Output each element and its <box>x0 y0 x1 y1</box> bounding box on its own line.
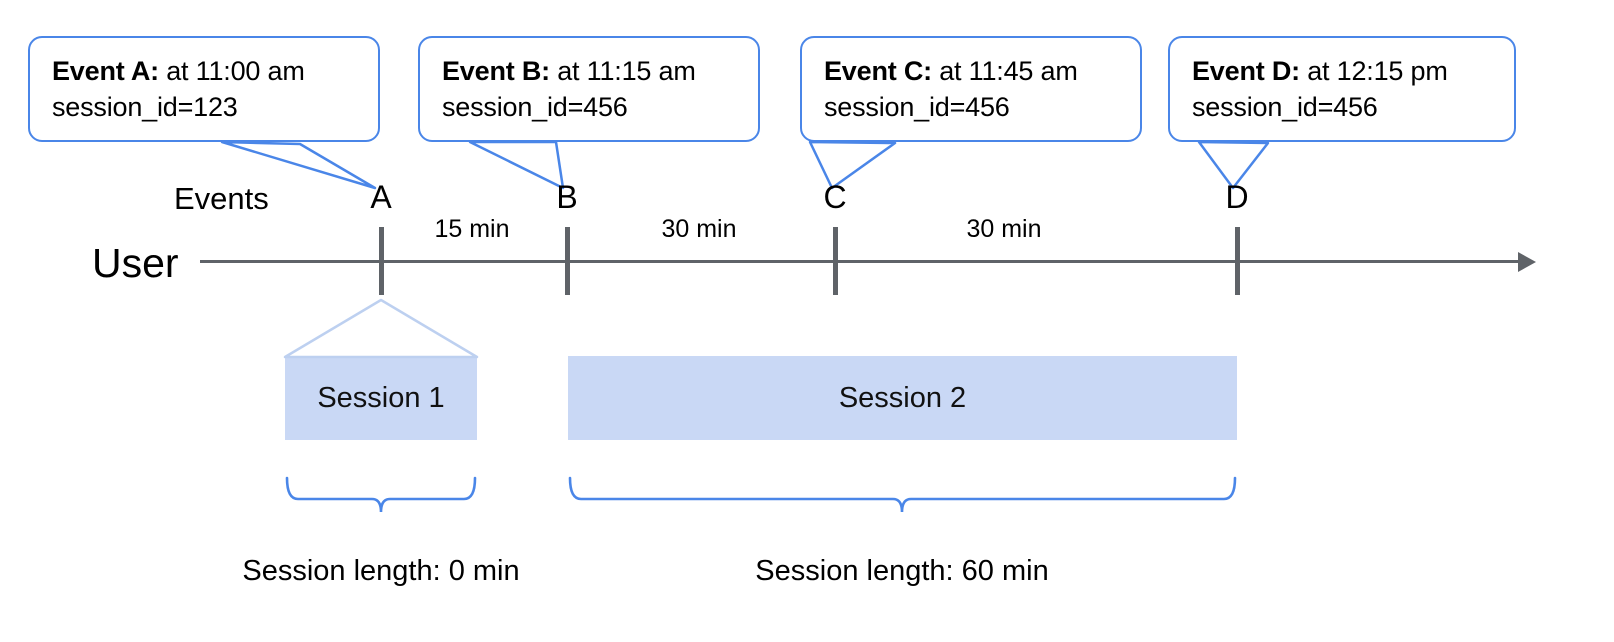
brace-session-2 <box>568 476 1237 513</box>
event-marker-c[interactable] <box>833 227 838 295</box>
callout-c-time: at 11:45 am <box>931 56 1078 86</box>
callout-d-session: session_id=456 <box>1192 91 1378 122</box>
callout-b-title: Event B: <box>442 56 550 86</box>
event-marker-b[interactable] <box>565 227 570 295</box>
callout-a-title: Event A: <box>52 56 159 86</box>
callout-event-c: Event C: at 11:45 am session_id=456 <box>800 36 1142 142</box>
timeline-arrow-icon <box>1518 252 1536 272</box>
callout-c-session: session_id=456 <box>824 91 1010 122</box>
session-bar-1[interactable]: Session 1 <box>285 356 477 440</box>
session-bar-2-label: Session 2 <box>838 381 967 414</box>
callout-d-title: Event D: <box>1192 56 1300 86</box>
row-label-events: Events <box>174 181 269 216</box>
session-bar-2[interactable]: Session 2 <box>568 356 1237 440</box>
callout-c-title: Event C: <box>824 56 932 86</box>
callout-d-time: at 12:15 pm <box>1299 56 1448 86</box>
event-label-b: B <box>556 179 578 215</box>
interval-label-b-c: 30 min <box>661 215 737 243</box>
event-marker-a[interactable] <box>379 227 384 295</box>
event-marker-d[interactable] <box>1235 227 1240 295</box>
session-2-length-caption: Session length: 60 min <box>755 555 1049 587</box>
callout-b-time: at 11:15 am <box>549 56 696 86</box>
callout-b-session: session_id=456 <box>442 91 628 122</box>
interval-label-a-b: 15 min <box>434 215 510 243</box>
timeline-axis <box>200 260 1520 263</box>
interval-label-c-d: 30 min <box>966 215 1042 243</box>
callout-event-b: Event B: at 11:15 am session_id=456 <box>418 36 760 142</box>
event-label-c: C <box>823 179 847 215</box>
event-label-a: A <box>370 179 392 215</box>
callout-event-d: Event D: at 12:15 pm session_id=456 <box>1168 36 1516 142</box>
session-bar-1-label: Session 1 <box>317 381 445 414</box>
callout-event-a: Event A: at 11:00 am session_id=123 <box>28 36 380 142</box>
callout-a-session: session_id=123 <box>52 91 238 122</box>
row-label-user: User <box>92 240 179 286</box>
callout-a-time: at 11:00 am <box>158 56 305 86</box>
session-1-length-caption: Session length: 0 min <box>242 555 520 587</box>
session-1-funnel <box>283 298 479 359</box>
event-label-d: D <box>1225 179 1249 215</box>
brace-session-1 <box>285 476 477 513</box>
